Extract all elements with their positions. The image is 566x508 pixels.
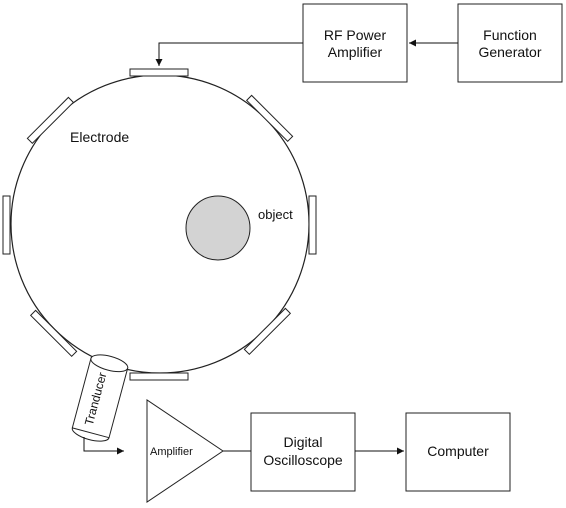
rf-power-amplifier-label-line1: RF Power — [324, 27, 387, 43]
electrode-plate-lower-left — [29, 309, 78, 358]
computer-label: Computer — [427, 443, 489, 459]
electrode-plate-lower-right — [243, 307, 292, 356]
object-label: object — [258, 207, 293, 222]
electrode-plate-bottom — [129, 372, 189, 381]
amplifier-triangle — [146, 399, 224, 503]
digital-oscilloscope-label-line2: Oscilloscope — [263, 452, 343, 468]
digital-oscilloscope-box — [250, 412, 356, 492]
amplifier-label: Amplifier — [150, 446, 193, 458]
function-generator-box — [457, 3, 563, 83]
object-disk — [185, 195, 251, 261]
electrode-label: Electrode — [70, 129, 129, 145]
arrow-transducer-to-amplifier — [83, 437, 124, 455]
function-generator-label-line1: Function — [483, 27, 537, 43]
electrode-plate-right — [308, 195, 317, 255]
rf-power-amplifier-label-line2: Amplifier — [328, 44, 383, 60]
digital-oscilloscope-label-line1: Digital — [284, 434, 323, 450]
computer-box — [405, 412, 511, 492]
rf-power-amplifier-box — [302, 3, 408, 83]
electrode-plate-upper-right — [245, 94, 294, 143]
electrode-plate-top — [129, 68, 189, 77]
arrow-rfamp-to-electrode — [155, 42, 303, 66]
function-generator-label-line2: Generator — [478, 44, 541, 60]
electrode-plate-upper-left — [26, 96, 75, 145]
transducer: Tranducer — [71, 354, 129, 442]
electrode-plate-left — [2, 195, 11, 255]
